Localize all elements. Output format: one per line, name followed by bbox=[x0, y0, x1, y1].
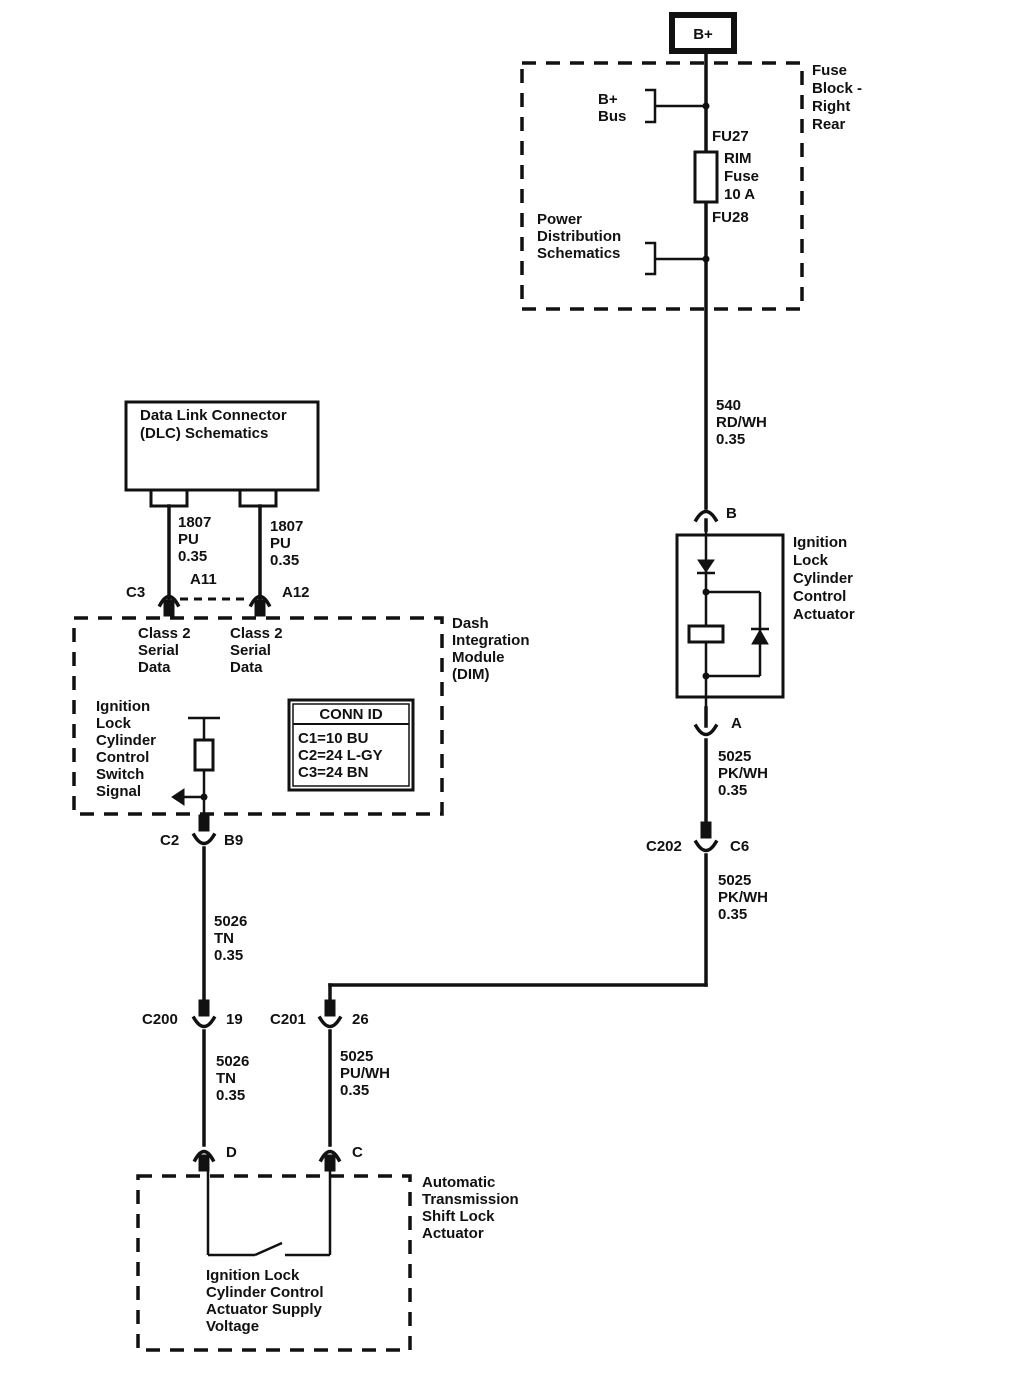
conn-id-c3: C3=24 BN bbox=[298, 764, 368, 781]
class2-data-b: Class 2 Serial Data bbox=[230, 625, 287, 676]
wire-5026-b-label: 5026 TN 0.35 bbox=[216, 1053, 254, 1104]
signal-arrow-icon bbox=[171, 788, 185, 806]
bplus-bus-tap: B+ Bus bbox=[598, 88, 710, 125]
connector-b9-label: B9 bbox=[224, 832, 243, 849]
wire-5025-b-label: 5025 PK/WH 0.35 bbox=[718, 872, 772, 923]
fuse-block-label: Fuse Block - Right Rear bbox=[812, 62, 866, 133]
actuator-label: Ignition Lock Cylinder Control Actuator bbox=[793, 534, 857, 623]
switch-contact-icon bbox=[254, 1241, 283, 1257]
connector-19-label: 19 bbox=[226, 1011, 243, 1028]
wire-1807-b-label: 1807 PU 0.35 bbox=[270, 518, 308, 569]
dlc-box: Data Link Connector (DLC) Schematics bbox=[124, 400, 320, 508]
connector-c2-label: C2 bbox=[160, 832, 179, 849]
conn-id-title: CONN ID bbox=[319, 706, 383, 723]
connector-c201: C201 26 bbox=[270, 999, 369, 1029]
power-distribution-tap: Power Distribution Schematics bbox=[537, 211, 710, 276]
pullup-resistor-icon bbox=[193, 738, 215, 772]
dlc-title: Data Link Connector (DLC) Schematics bbox=[140, 407, 291, 442]
wire-5026-a-label: 5026 TN 0.35 bbox=[214, 913, 252, 964]
connector-b-symbol bbox=[693, 509, 719, 523]
conn-id-table: CONN ID C1=10 BU C2=24 L-GY C3=24 BN bbox=[287, 698, 415, 792]
conn-id-c1: C1=10 BU bbox=[298, 730, 368, 747]
fuse-label: RIM Fuse 10 A bbox=[724, 150, 763, 203]
fuse-bottom-id: FU28 bbox=[712, 209, 749, 226]
class2-data-a: Class 2 Serial Data bbox=[138, 625, 195, 676]
wire-1807-a-label: 1807 PU 0.35 bbox=[178, 514, 216, 565]
connector-c200: C200 19 bbox=[142, 999, 243, 1029]
fuse-block-boundary bbox=[520, 61, 804, 311]
connector-c202: C202 C6 bbox=[646, 821, 749, 855]
connector-a-label: A bbox=[731, 715, 742, 732]
connector-d-c: D C bbox=[192, 1144, 363, 1172]
connector-c201-label: C201 bbox=[270, 1011, 306, 1028]
connector-a11-label: A11 bbox=[190, 571, 217, 588]
switch-signal-circuit bbox=[171, 716, 220, 822]
battery-source-label: B+ bbox=[693, 26, 713, 43]
connector-a12-label: A12 bbox=[282, 584, 310, 601]
connector-c200-label: C200 bbox=[142, 1011, 178, 1028]
shift-lock-label: Automatic Transmission Shift Lock Actuat… bbox=[422, 1174, 523, 1242]
diode-down-icon bbox=[697, 559, 715, 573]
bplus-bus-label: B+ Bus bbox=[598, 91, 626, 125]
connector-c-label: C bbox=[352, 1144, 363, 1161]
power-distribution-label: Power Distribution Schematics bbox=[537, 211, 625, 262]
fuse-top-id: FU27 bbox=[712, 128, 749, 145]
dlc-pin-b bbox=[238, 488, 278, 508]
connector-a-symbol bbox=[693, 723, 719, 737]
wire-5025-c-label: 5025 PU/WH 0.35 bbox=[340, 1048, 394, 1099]
dim-label: Dash Integration Module (DIM) bbox=[452, 615, 534, 683]
connector-c2: C2 B9 bbox=[160, 814, 243, 849]
rim-fuse-symbol bbox=[693, 150, 719, 204]
wire-5025-a-label: 5025 PK/WH 0.35 bbox=[718, 748, 772, 799]
connector-26-label: 26 bbox=[352, 1011, 369, 1028]
connector-c3: C3 A11 A12 bbox=[126, 571, 310, 617]
supply-voltage-label: Ignition Lock Cylinder Control Actuator … bbox=[206, 1267, 328, 1335]
battery-source: B+ bbox=[669, 12, 737, 54]
shift-lock-switch bbox=[206, 1171, 332, 1257]
wire-540-label: 540 RD/WH 0.35 bbox=[716, 397, 771, 448]
dim-boundary bbox=[72, 616, 444, 816]
connector-c3-label: C3 bbox=[126, 584, 145, 601]
diode-up-icon bbox=[751, 628, 769, 645]
connector-b-label: B bbox=[726, 505, 737, 522]
switch-signal-label: Ignition Lock Cylinder Control Switch Si… bbox=[96, 698, 160, 800]
connector-c6-label: C6 bbox=[730, 838, 749, 855]
shift-lock-boundary bbox=[136, 1174, 412, 1352]
solenoid-coil-icon bbox=[687, 624, 725, 644]
conn-id-c2: C2=24 L-GY bbox=[298, 747, 383, 764]
connector-d-label: D bbox=[226, 1144, 237, 1161]
connector-c202-label: C202 bbox=[646, 838, 682, 855]
ignition-lock-actuator: B Ignition Lock Cylinder Control Actuato… bbox=[675, 505, 857, 737]
dlc-pin-a bbox=[149, 488, 189, 508]
